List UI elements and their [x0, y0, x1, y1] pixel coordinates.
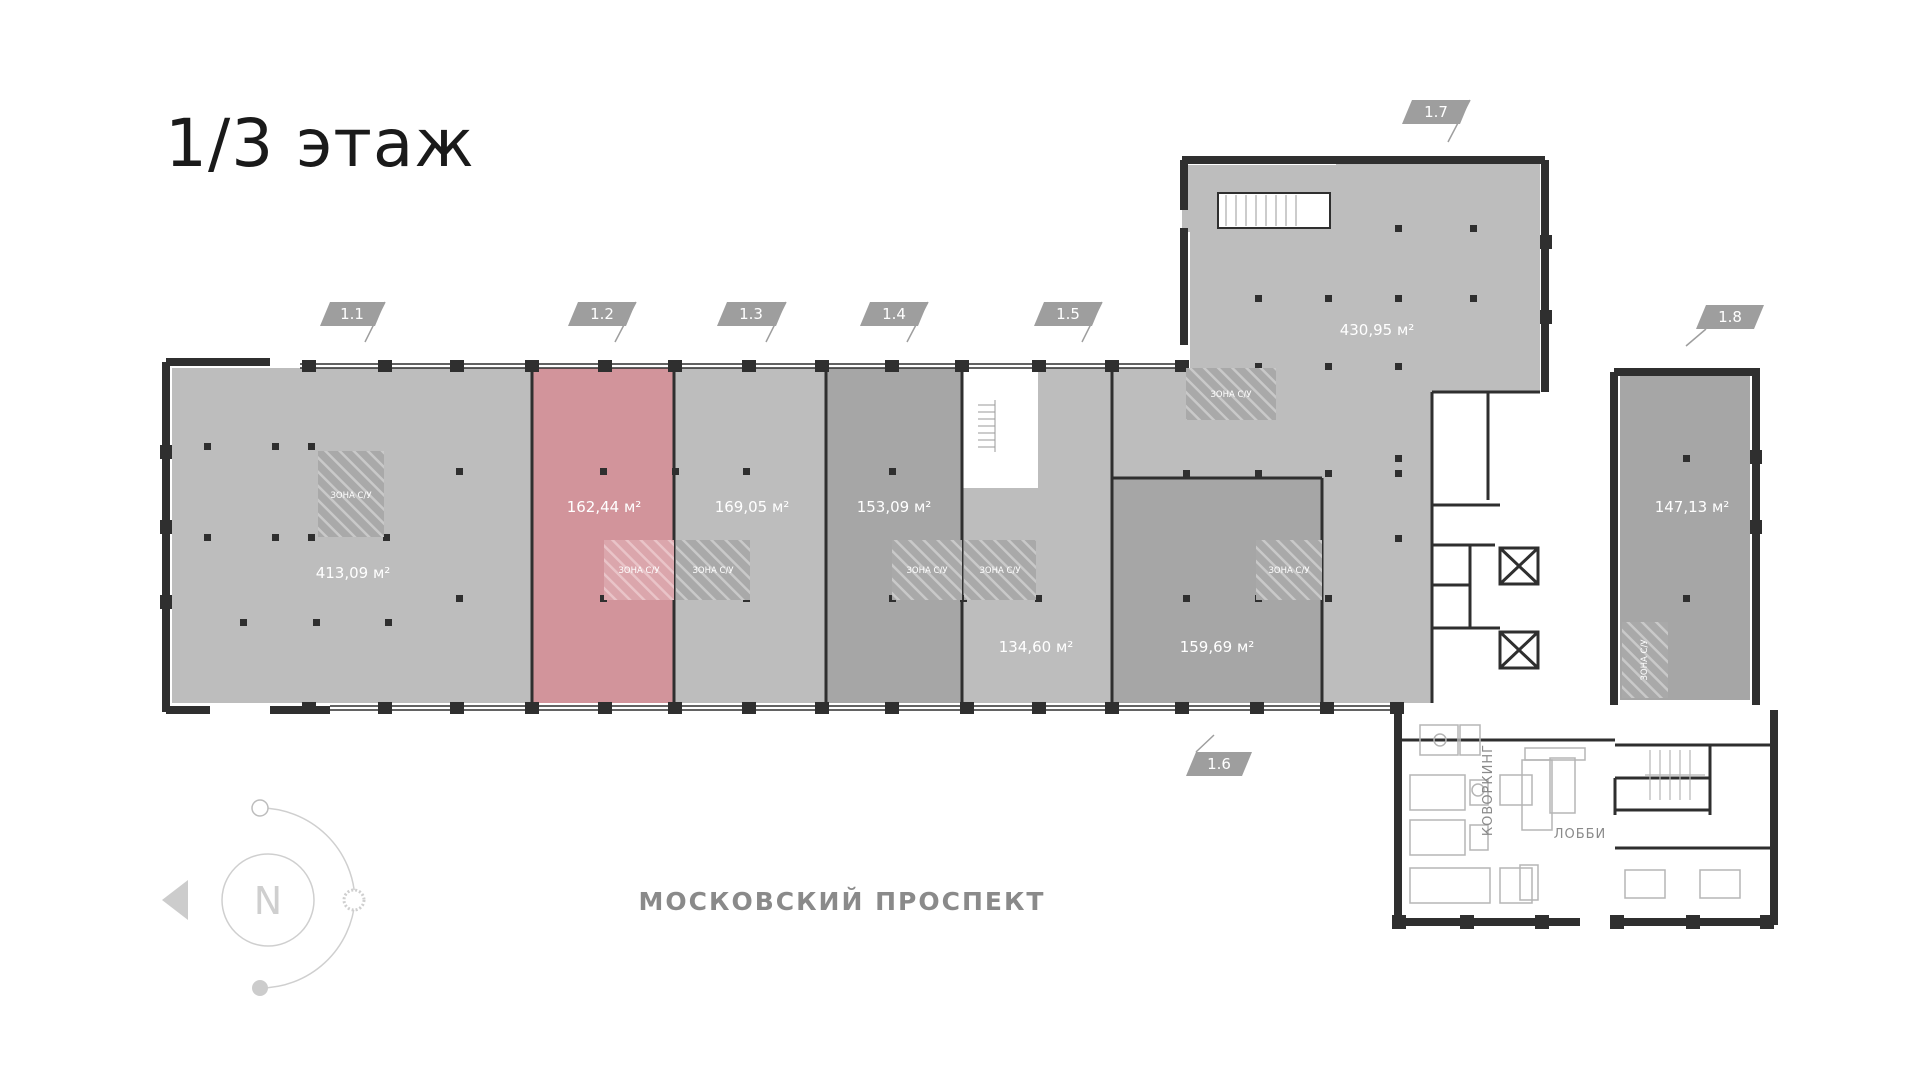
zone-1-8: ЗОНА С/У: [1622, 622, 1668, 698]
unit-1-1-area: 413,09 м²: [316, 564, 391, 582]
unit-1-8-tag-label: 1.8: [1718, 308, 1742, 326]
unit-1-6-tag[interactable]: 1.6: [1186, 734, 1252, 776]
unit-1-5-tag-label: 1.5: [1056, 305, 1080, 323]
floor-title: 1/3 этаж: [165, 105, 475, 182]
lobby-stair-icon: [1645, 750, 1705, 800]
unit-1-1-tag[interactable]: 1.1: [320, 301, 386, 343]
unit-1-8-tag[interactable]: 1.8: [1685, 305, 1764, 347]
street-name: МОСКОВСКИЙ ПРОСПЕКТ: [639, 887, 1046, 916]
unit-1-7-area: 430,95 м²: [1340, 321, 1415, 339]
zone-1-3-label: ЗОНА С/У: [692, 566, 734, 576]
unit-1-6-area: 159,69 м²: [1180, 638, 1255, 656]
zone-1-2-label: ЗОНА С/У: [618, 566, 660, 576]
unit-1-7-tag-label: 1.7: [1424, 103, 1448, 121]
zone-1-2: ЗОНА С/У: [604, 540, 674, 600]
interior-columns: [204, 225, 1690, 626]
stair-top: [1217, 192, 1331, 229]
unit-1-4-room[interactable]: [826, 368, 962, 703]
compass-arrow-icon[interactable]: [162, 880, 188, 920]
unit-1-3-tag[interactable]: 1.3: [717, 301, 787, 343]
unit-1-4-area: 153,09 м²: [857, 498, 932, 516]
zone-1-6: ЗОНА С/У: [1256, 540, 1322, 600]
zone-1-3: ЗОНА С/У: [676, 540, 750, 600]
unit-1-7-tag[interactable]: 1.7: [1402, 99, 1471, 143]
unit-1-2-tag-label: 1.2: [590, 305, 614, 323]
unit-1-2-tag[interactable]: 1.2: [568, 301, 637, 343]
compass-dot-bottom: [252, 980, 268, 996]
unit-1-3-tag-label: 1.3: [739, 305, 763, 323]
compass-widget[interactable]: N: [162, 799, 366, 996]
unit-1-7-room[interactable]: [1112, 160, 1540, 703]
unit-1-5-tag[interactable]: 1.5: [1034, 301, 1103, 343]
stair-icon: [978, 400, 996, 452]
zone-1-4: ЗОНА С/У: [892, 540, 962, 600]
sun-icon: [342, 888, 366, 912]
lobby-label: ЛОББИ: [1554, 827, 1607, 842]
unit-1-5-area: 134,60 м²: [999, 638, 1074, 656]
facade-columns: [160, 235, 1774, 929]
compass-north-label: N: [254, 879, 282, 923]
zone-1-5: ЗОНА С/У: [964, 540, 1036, 600]
zone-1-4-label: ЗОНА С/У: [906, 566, 948, 576]
compass-dot-top: [251, 799, 269, 817]
unit-1-3-area: 169,05 м²: [715, 498, 790, 516]
unit-1-4-tag-label: 1.4: [882, 305, 906, 323]
elevator-icon: [1498, 546, 1540, 670]
zone-1-1: ЗОНА С/У: [318, 451, 384, 537]
stair-top-icon: [1225, 195, 1297, 226]
zone-1-7-label: ЗОНА С/У: [1210, 390, 1252, 400]
unit-1-6-tag-label: 1.6: [1207, 755, 1231, 773]
coworking-label: КОВОРКИНГ: [1481, 744, 1496, 836]
zone-1-1-label: ЗОНА С/У: [330, 491, 372, 501]
unit-1-5-room[interactable]: [962, 368, 1112, 703]
zone-1-7: ЗОНА С/У: [1186, 368, 1276, 420]
unit-1-1-tag-label: 1.1: [340, 305, 364, 323]
unit-1-3-room[interactable]: [674, 368, 826, 703]
unit-1-4-tag[interactable]: 1.4: [860, 301, 929, 343]
lobby-furniture: [1409, 724, 1741, 904]
zone-1-6-label: ЗОНА С/У: [1268, 566, 1310, 576]
zone-1-8-label: ЗОНА С/У: [1640, 639, 1650, 681]
compass-circle: [221, 853, 315, 947]
unit-1-8-area: 147,13 м²: [1655, 498, 1730, 516]
stair-block: [968, 368, 1038, 488]
zone-1-5-label: ЗОНА С/У: [979, 566, 1021, 576]
unit-1-2-room[interactable]: [532, 368, 674, 703]
unit-1-2-area: 162,44 м²: [567, 498, 642, 516]
